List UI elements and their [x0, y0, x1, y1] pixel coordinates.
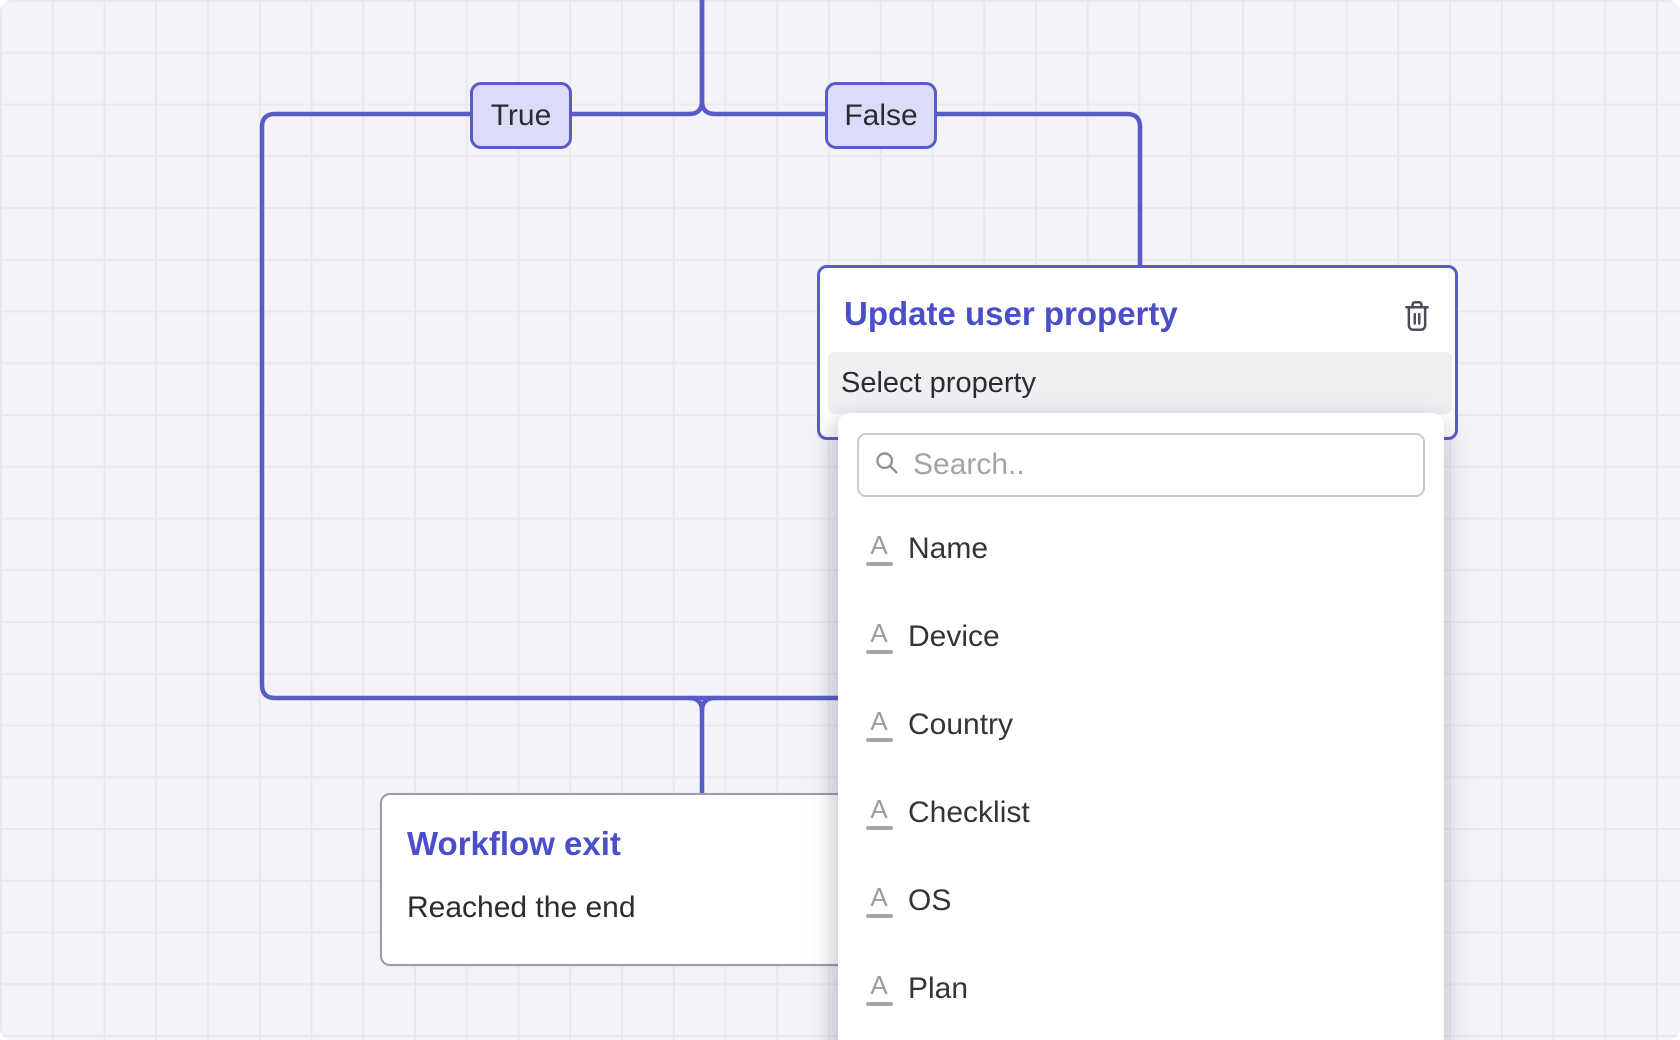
- property-item-label: Device: [908, 620, 1000, 653]
- property-item-label: Country: [908, 708, 1014, 741]
- branch-false-text: False: [844, 98, 918, 132]
- update-user-property-node[interactable]: Update user property Select property: [817, 265, 1458, 440]
- property-item-label: Checklist: [908, 796, 1030, 829]
- property-item-label: Plan: [908, 972, 969, 1005]
- text-attribute-icon: A: [865, 884, 893, 918]
- text-attribute-icon: A: [865, 796, 893, 830]
- text-attribute-icon: A: [865, 620, 893, 654]
- property-item-plan[interactable]: A Plan: [838, 945, 1444, 1033]
- node-title: Update user property: [844, 295, 1178, 332]
- node-subtitle: Reached the end: [407, 891, 636, 924]
- branch-true-text: True: [490, 98, 552, 132]
- text-attribute-icon: A: [865, 708, 893, 742]
- property-item-device[interactable]: A Device: [838, 593, 1444, 681]
- branch-label-false: False: [825, 82, 937, 149]
- text-attribute-icon: A: [865, 532, 893, 566]
- property-item-country[interactable]: A Country: [838, 681, 1444, 769]
- property-item-checklist[interactable]: A Checklist: [838, 769, 1444, 857]
- property-item-label: OS: [908, 884, 952, 917]
- property-select[interactable]: Select property: [828, 352, 1452, 414]
- text-attribute-icon: A: [865, 972, 893, 1006]
- trash-icon: [1402, 301, 1432, 338]
- property-list: A Name A Device A Country A Checklist A …: [838, 505, 1444, 1033]
- delete-node-button[interactable]: [1401, 297, 1433, 337]
- node-title: Workflow exit: [407, 825, 621, 862]
- search-input[interactable]: [913, 448, 1409, 482]
- search-field[interactable]: [857, 433, 1425, 497]
- property-item-label: Name: [908, 532, 989, 565]
- branch-label-true: True: [470, 82, 572, 149]
- search-icon: [873, 449, 901, 482]
- property-dropdown: A Name A Device A Country A Checklist A …: [838, 413, 1444, 1040]
- property-select-value: Select property: [841, 366, 1037, 399]
- property-item-name[interactable]: A Name: [838, 505, 1444, 593]
- property-item-os[interactable]: A OS: [838, 857, 1444, 945]
